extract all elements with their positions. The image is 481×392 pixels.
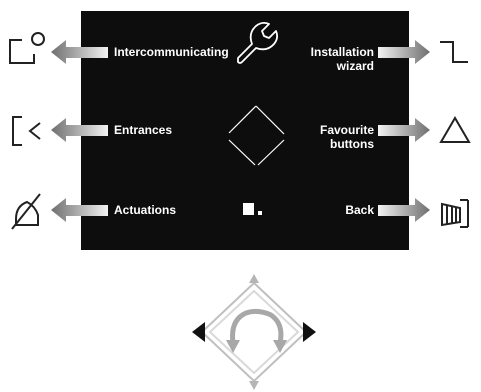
- back-label[interactable]: Back: [345, 203, 374, 217]
- installation-wizard-label[interactable]: Installation wizard: [311, 45, 374, 73]
- left-arrow-1: [51, 40, 108, 64]
- door-icon: [441, 199, 469, 228]
- camera-door-icon: [9, 32, 45, 64]
- right-arrow-3: [378, 198, 430, 222]
- back-line1: Back: [345, 203, 374, 217]
- right-arrow: [303, 322, 316, 342]
- right-arrow-2: [378, 118, 430, 142]
- actuations-label[interactable]: Actuations: [114, 203, 177, 217]
- intercommunicating-label[interactable]: Intercommunicating: [114, 45, 229, 59]
- page-indicator-icon: [243, 203, 262, 215]
- entrance-icon: [12, 116, 41, 146]
- left-arrow: [192, 322, 205, 342]
- left-arrow-2: [51, 118, 108, 142]
- favourite-buttons-label[interactable]: Favourite buttons: [320, 123, 374, 151]
- right-arrow-1: [378, 40, 430, 64]
- installation-wizard-line1: Installation: [310, 45, 374, 59]
- triangle-icon: [439, 116, 471, 143]
- installation-wizard-line2: wizard: [336, 59, 374, 73]
- favourite-buttons-line1: Favourite: [319, 123, 374, 137]
- up-arrow: [249, 274, 259, 283]
- left-arrow-3: [51, 198, 108, 222]
- favourite-buttons-line2: buttons: [330, 137, 374, 151]
- entrances-label[interactable]: Entrances: [114, 123, 173, 137]
- navigation-ring-icon: [192, 274, 316, 390]
- step-icon: [440, 41, 468, 63]
- muted-bell-icon: [11, 193, 41, 230]
- wrench-icon: [237, 21, 279, 64]
- diamond-navigation-icon: [228, 105, 285, 166]
- down-arrow: [249, 381, 259, 390]
